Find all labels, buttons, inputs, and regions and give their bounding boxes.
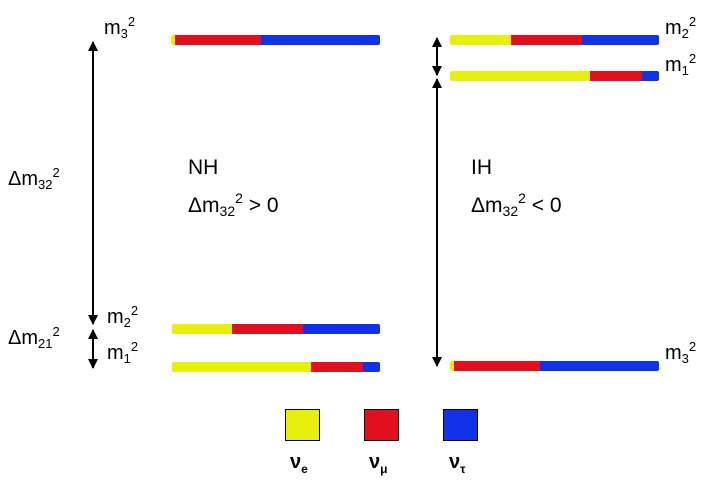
ih-title: IH [471,156,492,179]
ih-hierarchy-label: IH Δm322 < 0 [471,153,562,226]
nh-m3-nu-e-segment [171,35,176,45]
nh-m3-nu-mu-segment [175,35,261,45]
nh-condition: Δm322 > 0 [188,190,279,219]
nh-m1-nu-e-segment [172,362,312,372]
nh-m2-bar [172,324,380,334]
ih-m3-label: m32 [665,339,697,366]
nh-hierarchy-label: NH Δm322 > 0 [188,153,279,226]
nh-m1-nu-tau-segment [363,362,380,372]
nh-large-splitting-label: Δm322 [8,165,60,192]
nh-title: NH [188,156,219,179]
ih-m2-nu-e-segment [450,35,511,45]
ih-m2-label: m22 [665,14,697,41]
ih-m1-label: m12 [665,51,697,78]
nh-m2-nu-mu-segment [232,324,304,334]
nh-m1-bar [172,362,380,372]
nh-m3-label: m32 [104,14,136,41]
nh-m1-nu-mu-segment [311,362,364,372]
nh-m2-nu-e-segment [172,324,233,334]
nh-m2-label: m22 [107,303,139,330]
ih-m2-nu-mu-segment [510,35,582,45]
legend-swatch-nu-mu [364,409,399,441]
nh-m1-label: m12 [107,339,139,366]
ih-m1-nu-mu-segment [590,71,643,81]
legend-swatch-nu-e [285,409,320,441]
legend-label-nu-e: νe [290,451,308,476]
ih-m3-bar [450,361,659,371]
nh-small-splitting-label: Δm212 [8,324,60,351]
ih-condition: Δm322 < 0 [471,190,562,219]
ih-m3-nu-mu-segment [454,361,540,371]
ih-m1-bar [450,71,659,81]
ih-m3-nu-tau-segment [539,361,659,371]
ih-m1-nu-e-segment [450,71,591,81]
nh-m3-nu-tau-segment [260,35,380,45]
legend-label-nu-mu: νμ [369,451,388,476]
ih-m3-nu-e-segment [450,361,455,371]
ih-m2-bar [450,35,659,45]
nh-m3-bar [171,35,380,45]
ih-m2-nu-tau-segment [581,35,659,45]
legend-swatch-nu-tau [443,409,478,441]
nh-m2-nu-tau-segment [303,324,380,334]
ih-m1-nu-tau-segment [642,71,659,81]
legend-label-nu-tau: ντ [449,451,466,476]
